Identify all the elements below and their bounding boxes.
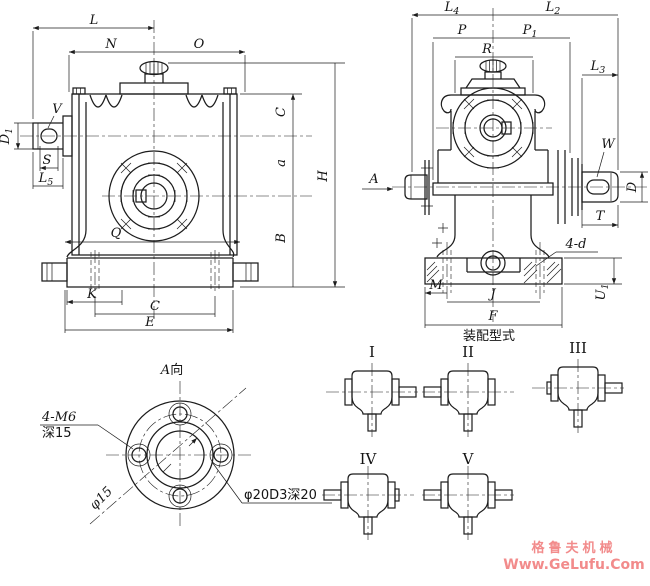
dim-label-J: J [487,287,496,302]
assembly-type-caption: 装配型式 [463,329,515,344]
side-input [404,160,433,215]
side-view: L4 L2 P P1 R L3 A W D T 4-d M J F U1 装配型… [362,0,648,344]
dim-label-M: M [428,278,443,293]
front-housing [71,60,238,256]
assembly-variants: I II III IV V [321,339,625,541]
dim-label-B: B [274,233,289,244]
watermark-url: Www.GeLufu.Com [503,556,645,573]
variant-numeral: II [462,343,474,361]
dim-label-W: W [601,137,616,152]
side-dimensions: L4 L2 P P1 R L3 A W D T 4-d M J F U1 装配型… [362,0,648,344]
input-shaft-keyway [40,128,58,144]
assembly-variant-4: IV [321,450,415,541]
dim-label-L5: L5 [38,171,54,188]
dim-label-S: S [43,153,52,168]
dim-label-U1: U1 [594,283,611,300]
front-worm-boss [108,150,200,242]
variant-numeral: V [462,450,475,468]
front-input-shaft [32,115,73,157]
dim-label-V: V [52,102,63,117]
pilot-diameter-label: φ15 [87,484,116,513]
dim-label-P1: P1 [522,23,538,40]
dim-label-H: H [316,170,331,183]
dim-label-R: R [481,42,492,57]
front-view: L N O V D1 S L5 Q K C E C a B H [0,13,345,333]
flange-view-title: A向 [160,362,183,378]
assembly-variant-1: I [325,343,419,438]
side-housing [432,59,554,258]
side-output-shaft [557,150,619,224]
variant-numeral: IV [360,450,378,468]
front-dimensions: L N O V D1 S L5 Q K C E C a B H [0,13,345,333]
dim-label-a: a [274,159,289,167]
dim-label-N: N [104,37,117,52]
assembly-variant-2: II [421,343,515,438]
flange-view: A向 4-M6 深15 φ15 φ20D3深20 [40,362,332,529]
variant-numeral: I [369,343,375,361]
variant-numeral: III [569,339,587,357]
dim-label-O: O [194,37,205,52]
dim-label-D1: D1 [0,128,15,145]
assembly-variant-5: V [421,450,515,541]
bore-spec-label: φ20D3深20 [244,488,317,503]
dim-label-L3: L3 [590,59,606,76]
side-centerlines [392,8,648,322]
dim-label-Q: Q [111,226,122,241]
watermark: 格鲁夫机械 Www.GeLufu.Com [498,541,650,573]
dim-label-C-bottom: C [150,299,160,314]
front-base [41,229,259,292]
dim-label-L: L [89,13,99,28]
dim-label-P: P [457,23,467,38]
thread-depth-label: 深15 [42,426,72,441]
view-arrow-label-A: A [368,172,378,187]
output-shaft-keyway [586,179,610,195]
assembly-variant-3: III [531,339,625,434]
dim-label-C-right: C [274,107,289,117]
watermark-brand: 格鲁夫机械 [531,541,617,556]
dim-label-T: T [596,209,606,224]
dim-label-K: K [86,287,98,302]
dim-label-L4: L4 [444,0,460,17]
dim-label-F: F [487,309,498,324]
dim-label-L2: L2 [545,0,561,17]
dim-label-E: E [144,315,155,330]
dim-label-4d: 4-d [565,237,587,252]
dim-label-D: D [625,181,640,193]
thread-spec-label: 4-M6 [41,410,76,425]
